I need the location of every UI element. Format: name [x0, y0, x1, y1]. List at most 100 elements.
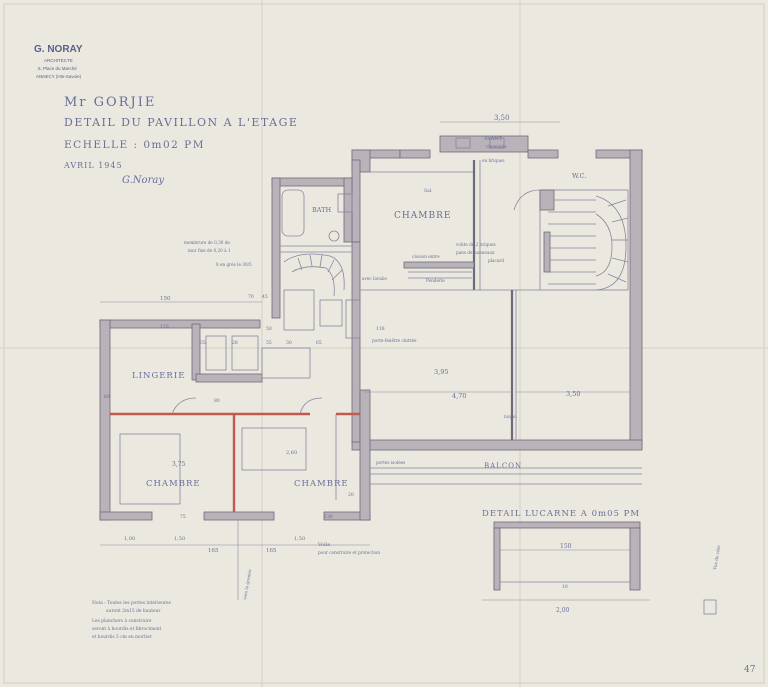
room-label-bath: BATH [312, 206, 331, 214]
dormer-detail-title: DETAIL LUCARNE A 0m05 PM [482, 509, 640, 519]
title-block: Mr GORJIE DETAIL DU PAVILLON A L'ETAGE E… [63, 95, 297, 186]
note-upper-left: membrure de 0,30 de [184, 240, 230, 245]
room-label-chambre-mid: CHAMBRE [294, 479, 349, 489]
note-placard: placard [488, 258, 504, 263]
dim-118: 118 [376, 326, 385, 332]
dim-55: 55 [266, 340, 272, 346]
toilet [328, 230, 340, 242]
page-number: 47 [744, 665, 756, 675]
stair-tread [319, 254, 323, 268]
stamp-line-2: ARCHITECTE [44, 58, 73, 63]
dormer-dim-10: 10 [562, 584, 568, 590]
room-label-lingerie: LINGERIE [132, 371, 185, 381]
wall-segment [195, 373, 263, 383]
dim-28: 28 [232, 340, 238, 346]
wall-segment [351, 159, 361, 243]
plan-scale: ECHELLE : 0m02 PM [64, 139, 205, 151]
duct [345, 299, 361, 339]
dim-120: 120 [160, 324, 169, 330]
dim-35: 35 [200, 340, 206, 346]
note-upper-left-2: mur fixe de 0,20 à 1 [188, 248, 231, 253]
dormer-jamb [629, 527, 641, 591]
stair-tread [331, 269, 343, 281]
dim-100: 1,00 [124, 536, 135, 542]
stair-curve [283, 253, 345, 291]
dim-395: 3,95 [434, 368, 448, 376]
wall-segment [271, 177, 281, 319]
note-cloison: cloison entre [412, 254, 440, 259]
stair-winder [607, 199, 627, 207]
stair-winder [611, 217, 629, 223]
door-swing [299, 397, 323, 415]
note-bottom-4: seront à hourdis et fibrociment [92, 627, 162, 632]
wall-segment [99, 319, 261, 329]
note-penderie: Penderie [426, 278, 445, 283]
dim-60: 60 [104, 394, 110, 400]
note-voute: voûte de 2 briques [455, 242, 496, 247]
room-label-chambre-left: CHAMBRE [146, 479, 201, 489]
bed-outline [119, 433, 181, 505]
room-label-balcon: BALCON [484, 462, 522, 470]
dim-75: 75 [180, 514, 186, 520]
service-stair [283, 253, 361, 339]
dormer-jamb [493, 527, 501, 591]
dim-350: 3,50 [566, 390, 580, 398]
note-escalier: vers le grenier [242, 569, 253, 602]
dimension-labels: 3,50 150 3,95 4,70 3,50 3,75 2,60 1,00 1… [104, 114, 580, 554]
cupboard [205, 335, 227, 371]
note-bottom-1: Nota : Toutes les portes intérieures [92, 601, 172, 606]
dim-260: 2,60 [286, 450, 297, 456]
wall-segment [271, 177, 353, 187]
stamp-line-3: 6, Place du Marché [38, 66, 77, 71]
wall-segment [359, 389, 371, 521]
note-panneau: pans de panneaux [456, 250, 495, 255]
room-labels: BATH CHAMBRE LINGERIE CHAMBRE CHAMBRE W.… [132, 172, 586, 489]
dim-70: 70 [248, 294, 254, 300]
note-bottom-5: et hourdis 5 cm en mortier [92, 635, 153, 640]
wall-segment [99, 511, 153, 521]
dim-130: 130 [324, 514, 333, 520]
door-swing [171, 397, 197, 415]
stair-pillar [539, 189, 555, 211]
dim-150b: 1,50 [174, 536, 185, 542]
flue [455, 137, 471, 149]
lower-outer-wall [351, 439, 643, 451]
side-view-mark [703, 599, 717, 615]
note-bottom-3: Les planchers à construire [92, 619, 152, 624]
door-swing [513, 189, 541, 211]
dormer-top [493, 521, 641, 529]
note-noyau: noyau [504, 414, 517, 419]
stamp-line-4: ANNECY (Hte-Savoie) [36, 74, 82, 79]
dormer-detail: DETAIL LUCARNE A 0m05 PM 150 2,00 10 [482, 509, 717, 615]
bathroom-walls [271, 177, 353, 319]
dim-top-width: 3,50 [494, 114, 510, 122]
dim-150: 150 [160, 296, 171, 302]
dormer-dim-150: 150 [560, 543, 572, 550]
stair-core [543, 231, 551, 273]
stair-winder [611, 257, 629, 263]
dormer-dim-200: 2,00 [556, 607, 570, 614]
note-cheminee-2: en briques [482, 158, 505, 163]
dim-45: 45 [262, 294, 268, 300]
left-outer-wall [99, 319, 111, 521]
stair-tread [327, 259, 335, 273]
flue [489, 137, 505, 149]
dim-375: 3,75 [172, 461, 186, 468]
sheet-border [3, 3, 765, 684]
wall-segment [527, 149, 559, 159]
dimension-lines [100, 121, 630, 600]
dim-20: 20 [348, 492, 354, 498]
note-voile: Voile [317, 542, 330, 548]
wall-segment [399, 149, 431, 159]
dim-30: 30 [286, 340, 292, 346]
upper-wing-walls [351, 135, 643, 451]
architect-signature: G.Noray [122, 175, 164, 186]
dim-50: 50 [266, 326, 272, 332]
note-portes: portes isolées [376, 460, 405, 465]
client-name: Mr GORJIE [64, 95, 156, 110]
inner-wall [351, 241, 361, 443]
dim-165a: 165 [208, 548, 219, 554]
closet [261, 347, 311, 379]
note-vue-cote: Vue de côté [712, 544, 721, 571]
annotation-notes: membrure de 0,30 de mur fixe de 0,20 à 1… [92, 136, 721, 640]
